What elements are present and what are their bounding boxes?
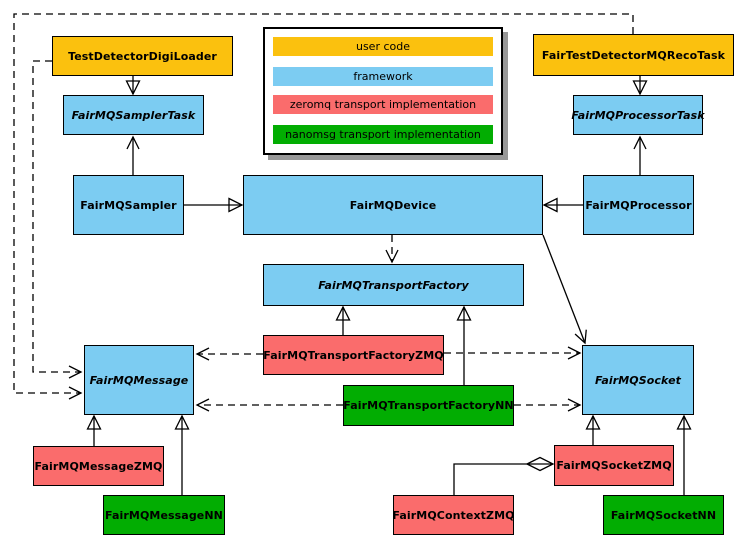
legend-item-user-code: user code: [273, 37, 493, 56]
node-fairmq-sampler-task: FairMQSamplerTask: [63, 95, 204, 135]
node-fairmq-message-zmq: FairMQMessageZMQ: [33, 446, 164, 486]
node-fairmq-transport-factory-zmq: FairMQTransportFactoryZMQ: [263, 335, 444, 375]
node-fair-test-detector-mq-reco-task: FairTestDetectorMQRecoTask: [533, 34, 734, 76]
node-fairmq-processor: FairMQProcessor: [583, 175, 694, 235]
node-fairmq-device: FairMQDevice: [243, 175, 543, 235]
node-test-detector-digi-loader: TestDetectorDigiLoader: [52, 36, 233, 76]
node-fairmq-transport-factory-nn: FairMQTransportFactoryNN: [343, 385, 514, 426]
node-fairmq-transport-factory: FairMQTransportFactory: [263, 264, 524, 306]
legend-item-zeromq: zeromq transport implementation: [273, 95, 493, 114]
node-fairmq-message: FairMQMessage: [84, 345, 194, 415]
node-fairmq-socket-nn: FairMQSocketNN: [603, 495, 724, 535]
legend-item-nanomsg: nanomsg transport implementation: [273, 125, 493, 144]
node-fairmq-socket-zmq: FairMQSocketZMQ: [554, 445, 674, 486]
legend-item-framework: framework: [273, 67, 493, 86]
node-fairmq-context-zmq: FairMQContextZMQ: [392, 495, 515, 535]
legend: user code framework zeromq transport imp…: [263, 27, 503, 155]
node-fairmq-sampler: FairMQSampler: [73, 175, 184, 235]
node-fairmq-message-nn: FairMQMessageNN: [103, 495, 225, 535]
node-fairmq-processor-task: FairMQProcessorTask: [571, 95, 705, 135]
node-fairmq-socket: FairMQSocket: [582, 345, 694, 415]
edge-device-socket: [542, 234, 587, 345]
edge-contextzmq-socketzmq: [453, 464, 553, 495]
